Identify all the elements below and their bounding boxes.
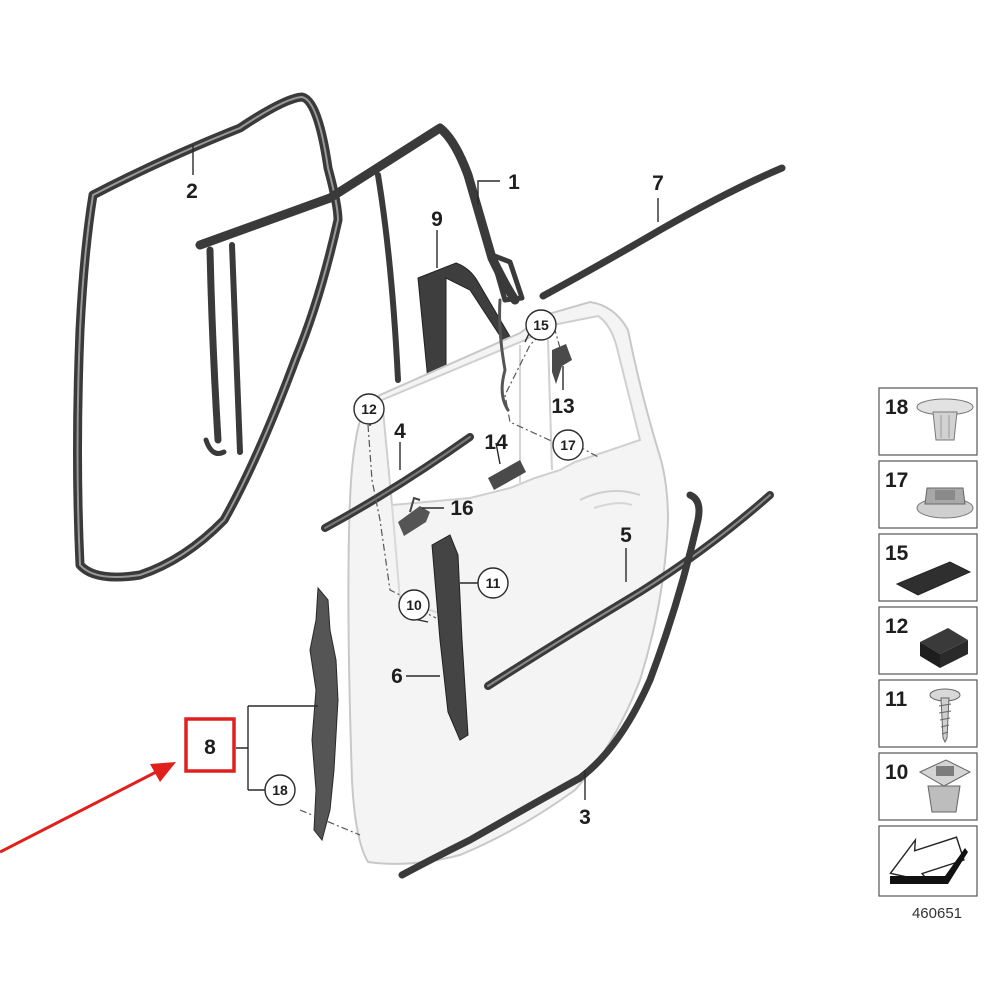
circled-label-12: 12 [353,393,385,425]
label-part-7: 7 [652,172,664,195]
part-labels: 2 1 7 9 4 14 13 16 5 6 3 [186,171,664,829]
svg-text:17: 17 [885,469,908,492]
panel-item-18: 18 [878,387,978,456]
svg-text:15: 15 [533,317,549,333]
svg-text:10: 10 [885,761,908,784]
label-part-1: 1 [508,171,520,194]
window-channel-part-1 [195,123,525,456]
svg-text:12: 12 [361,401,377,417]
highlight-part-8: 8 [0,717,236,854]
foam-block-icon [920,628,968,668]
reference-number: 460651 [912,905,962,922]
clip-nut-icon [916,487,974,519]
clip-part-13 [552,344,572,384]
circled-label-18: 18 [264,774,296,806]
label-part-16: 16 [450,497,473,520]
svg-text:18: 18 [885,396,909,419]
roof-strip-part-7 [539,164,786,300]
window-seal-part-2 [73,92,343,582]
svg-text:18: 18 [272,782,288,798]
label-part-8: 8 [204,736,216,759]
seal-strip-part-8 [309,586,339,842]
svg-text:17: 17 [560,437,576,453]
screw-icon [929,688,961,744]
circled-label-15: 15 [525,309,557,341]
svg-text:11: 11 [885,688,908,711]
lower-seal-part-3 [398,491,703,879]
waist-strip-part-5 [484,491,774,690]
circled-labels: 15 12 17 11 10 18 [264,309,584,806]
panel-item-11: 11 [878,679,978,748]
label-part-14: 14 [484,431,508,454]
red-arrow-icon [0,762,176,854]
panel-item-10: 10 [878,752,978,821]
expanding-nut-icon [918,759,972,813]
circled-label-11: 11 [477,567,509,599]
pillar-cover-part-6 [431,534,469,741]
label-part-5: 5 [620,524,632,547]
label-part-13: 13 [551,395,574,418]
waist-strip-part-4 [321,433,474,532]
clip-part-14 [488,460,526,490]
panel-item-17: 17 [878,460,978,529]
highlight-box [184,717,236,773]
label-part-9: 9 [431,208,443,231]
label-part-4: 4 [394,420,406,443]
panel-item-direction [878,825,978,897]
panel-item-12: 12 [878,606,978,675]
svg-text:15: 15 [885,542,909,565]
panel-item-15: 15 [878,533,978,602]
clip-part-16 [398,496,430,536]
small-parts-panel: 18 17 15 12 [878,387,978,922]
svg-text:12: 12 [885,615,908,638]
foam-pad-icon [895,561,972,596]
circled-label-10: 10 [398,589,430,621]
circled-label-17: 17 [552,429,584,461]
svg-text:10: 10 [406,597,422,613]
svg-text:11: 11 [486,575,501,591]
arrow-direction-icon [889,836,968,884]
label-part-3: 3 [579,806,591,829]
expanding-rivet-icon [916,398,974,441]
label-part-2: 2 [186,180,198,203]
label-part-6: 6 [391,665,403,688]
